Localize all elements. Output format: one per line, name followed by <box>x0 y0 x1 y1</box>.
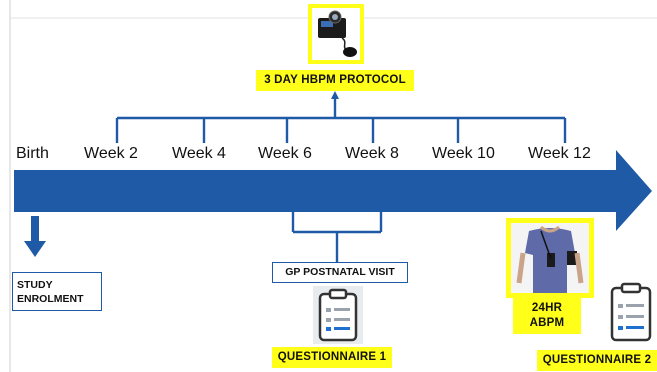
timeline-label-week-8: Week 8 <box>345 145 399 162</box>
clipboard-checklist-icon <box>313 286 363 344</box>
gp-visit-bracket <box>291 212 383 262</box>
enrolment-down-arrow <box>24 216 46 257</box>
questionnaire-2-label: QUESTIONNAIRE 2 <box>537 350 657 371</box>
gp-postnatal-visit-label: GP POSTNATAL VISIT <box>272 262 408 283</box>
abpm-label-line2: ABPM <box>529 317 565 329</box>
study-enrolment-label: STUDY ENROLMENT <box>12 272 102 311</box>
timeline-label-week-4: Week 4 <box>172 145 226 162</box>
timeline-label-week-10: Week 10 <box>432 145 495 162</box>
hbpm-bracket <box>115 98 567 143</box>
blood-pressure-monitor-icon <box>308 4 364 64</box>
clipboard-checklist-icon <box>608 280 654 344</box>
study-enrolment-line1: STUDY <box>17 279 53 291</box>
questionnaire-1-label: QUESTIONNAIRE 1 <box>272 347 392 368</box>
abpm-label-line1: 24HR <box>531 302 563 314</box>
timeline-label-birth: Birth <box>16 145 49 162</box>
ambulatory-monitor-person-icon <box>506 218 594 298</box>
timeline-label-week-6: Week 6 <box>258 145 312 162</box>
timeline-arrow <box>14 150 652 231</box>
abpm-label: 24HR ABPM <box>513 298 581 334</box>
timeline-label-week-12: Week 12 <box>528 145 591 162</box>
timeline-label-week-2: Week 2 <box>84 145 138 162</box>
study-enrolment-line2: ENROLMENT <box>17 293 84 305</box>
hbpm-protocol-label: 3 DAY HBPM PROTOCOL <box>256 70 414 91</box>
hbpm-arrowhead <box>331 91 339 99</box>
